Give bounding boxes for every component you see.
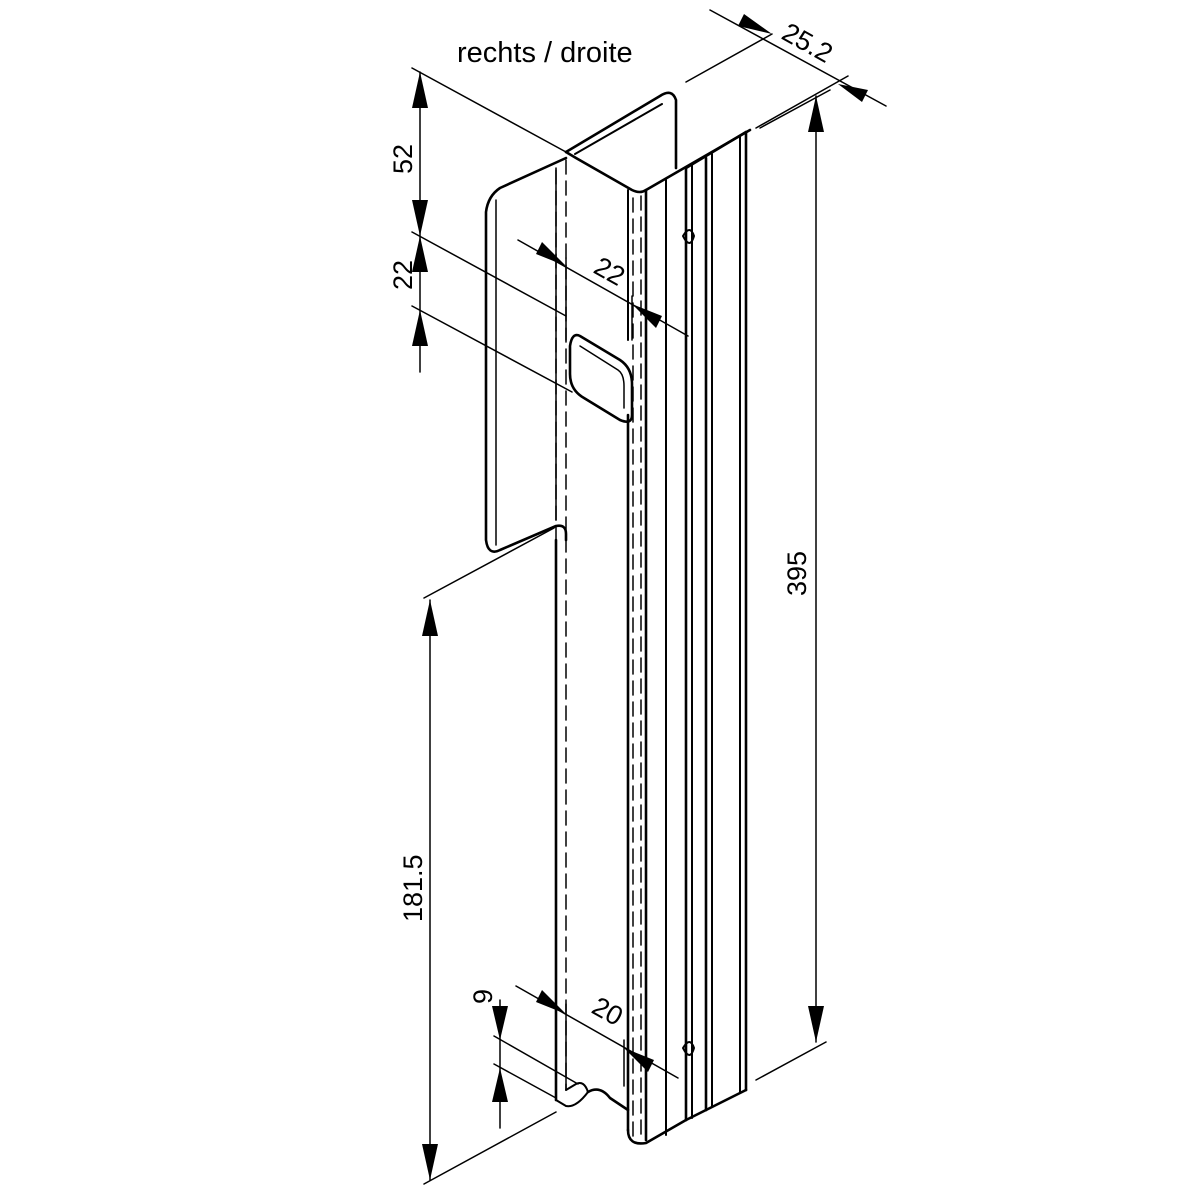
dim-label-181-5: 181.5 — [398, 854, 428, 922]
dim-notch-width: 20 — [515, 985, 679, 1091]
dim-slot-width: 22 — [517, 239, 689, 341]
dim-notch-height: 9 — [468, 989, 579, 1129]
dim-lower-offset: 181.5 — [398, 527, 557, 1185]
dim-label-22-slot: 22 — [589, 251, 630, 292]
dim-label-20: 20 — [587, 991, 628, 1032]
dim-label-395: 395 — [782, 551, 812, 596]
profile-part — [484, 91, 752, 1145]
drawing-title: rechts / droite — [457, 37, 633, 69]
dim-top-offset: 52 22 — [388, 67, 573, 393]
dim-label-22-vertical: 22 — [388, 260, 418, 290]
dim-label-25-2: 25.2 — [777, 17, 838, 69]
dim-label-9: 9 — [468, 989, 498, 1004]
dim-width-top: 25.2 — [685, 9, 887, 129]
dim-total-height: 395 — [755, 89, 831, 1081]
dim-label-52: 52 — [388, 144, 418, 174]
